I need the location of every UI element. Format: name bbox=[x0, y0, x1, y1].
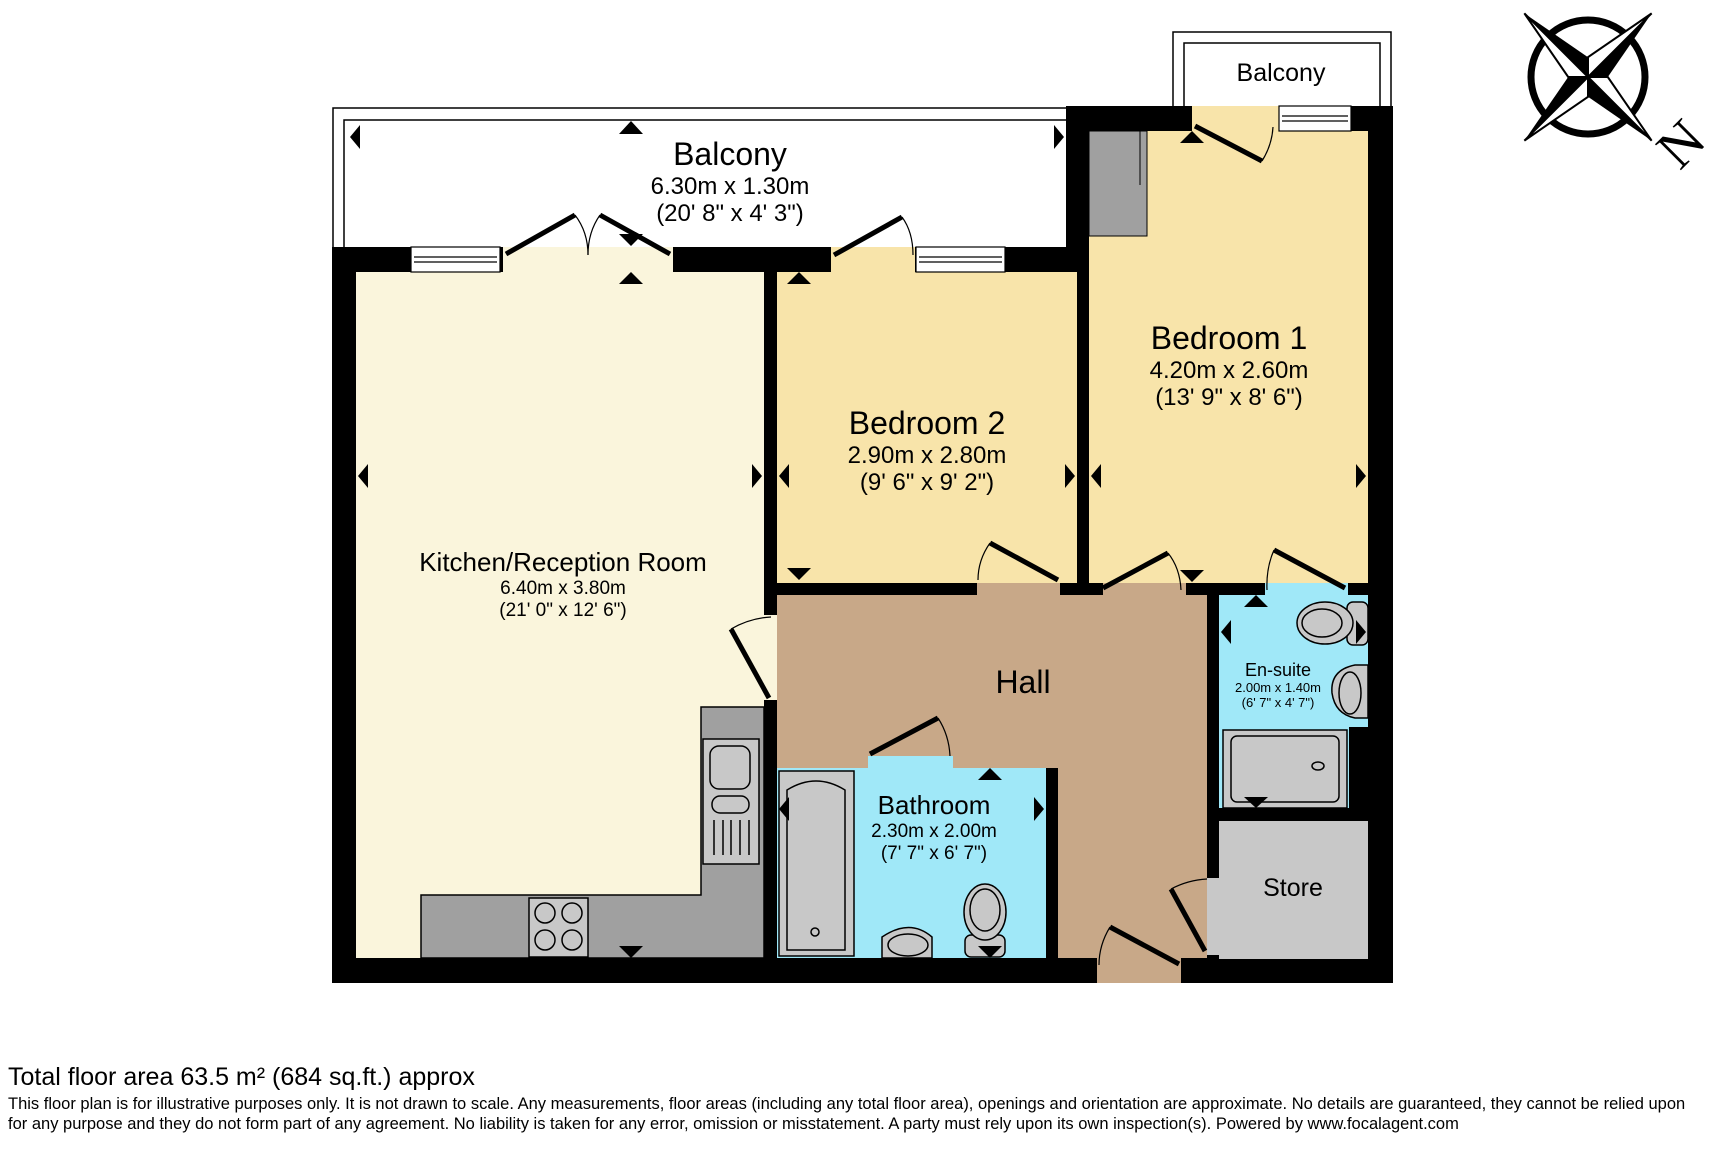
ensuite-label: En-suite 2.00m x 1.40m (6' 7" x 4' 7") bbox=[1235, 660, 1321, 711]
room-name: Balcony bbox=[1236, 59, 1326, 87]
room-dims-imperial: (7' 7" x 6' 7") bbox=[880, 842, 988, 864]
bedroom1-label: Bedroom 1 4.20m x 2.60m (13' 9" x 8' 6") bbox=[1150, 320, 1309, 412]
balcony-small-label: Balcony bbox=[1237, 59, 1326, 88]
windows bbox=[410, 105, 1352, 273]
basin bbox=[881, 926, 933, 959]
disclaimer-text: This floor plan is for illustrative purp… bbox=[8, 1095, 1686, 1133]
kitchen-counter bbox=[420, 706, 765, 959]
north-label: N bbox=[1645, 108, 1717, 180]
room-dims-metric: 2.30m x 2.00m bbox=[871, 820, 997, 842]
wardrobe bbox=[1088, 130, 1148, 237]
doors bbox=[504, 123, 1347, 967]
balcony-small-outline bbox=[1172, 31, 1392, 113]
dimension-markers bbox=[350, 121, 1366, 958]
ensuite-fixtures bbox=[1222, 601, 1369, 809]
room-name: En-suite bbox=[1244, 660, 1312, 680]
room-name: Balcony bbox=[673, 136, 787, 172]
footer: Total floor area 63.5 m² (684 sq.ft.) ap… bbox=[8, 1062, 1708, 1134]
bedroom2-label: Bedroom 2 2.90m x 2.80m (9' 6" x 9' 2") bbox=[848, 405, 1007, 497]
store-floor bbox=[1219, 821, 1368, 959]
room-dims-metric: 2.90m x 2.80m bbox=[847, 441, 1007, 469]
room-dims-imperial: (6' 7" x 4' 7") bbox=[1241, 694, 1315, 710]
balcony-main-label: Balcony 6.30m x 1.30m (20' 8" x 4' 3") bbox=[651, 136, 810, 228]
room-name: Store bbox=[1263, 874, 1323, 902]
shower-tray bbox=[1222, 729, 1348, 809]
room-name: Bedroom 2 bbox=[848, 405, 1006, 441]
total-floor-area: Total floor area 63.5 m² (684 sq.ft.) ap… bbox=[8, 1063, 475, 1091]
room-dims-imperial: (20' 8" x 4' 3") bbox=[656, 200, 804, 228]
balcony-main-outline bbox=[332, 107, 1069, 254]
room-dims-metric: 6.30m x 1.30m bbox=[650, 172, 810, 200]
room-dims-imperial: (21' 0" x 12' 6") bbox=[499, 599, 627, 621]
bathroom-label: Bathroom 2.30m x 2.00m (7' 7" x 6' 7") bbox=[871, 790, 997, 865]
compass-rose-icon bbox=[1523, 12, 1653, 142]
store-label: Store bbox=[1263, 874, 1323, 903]
bedroom2-floor bbox=[777, 272, 1077, 583]
room-name: Bathroom bbox=[877, 790, 991, 820]
room-name: Hall bbox=[995, 664, 1051, 700]
room-dims-imperial: (9' 6" x 9' 2") bbox=[859, 469, 995, 497]
room-name: Bedroom 1 bbox=[1150, 320, 1308, 356]
room-dims-metric: 4.20m x 2.60m bbox=[1149, 356, 1309, 384]
kitchen-label: Kitchen/Reception Room 6.40m x 3.80m (21… bbox=[419, 547, 707, 622]
room-dims-metric: 2.00m x 1.40m bbox=[1235, 679, 1321, 695]
room-name: Kitchen/Reception Room bbox=[419, 547, 707, 577]
hall-floor bbox=[777, 595, 1207, 958]
room-dims-metric: 6.40m x 3.80m bbox=[500, 577, 626, 599]
kitchen-floor bbox=[356, 272, 764, 958]
hall-label: Hall bbox=[995, 664, 1050, 701]
room-dims-imperial: (13' 9" x 8' 6") bbox=[1155, 384, 1303, 412]
